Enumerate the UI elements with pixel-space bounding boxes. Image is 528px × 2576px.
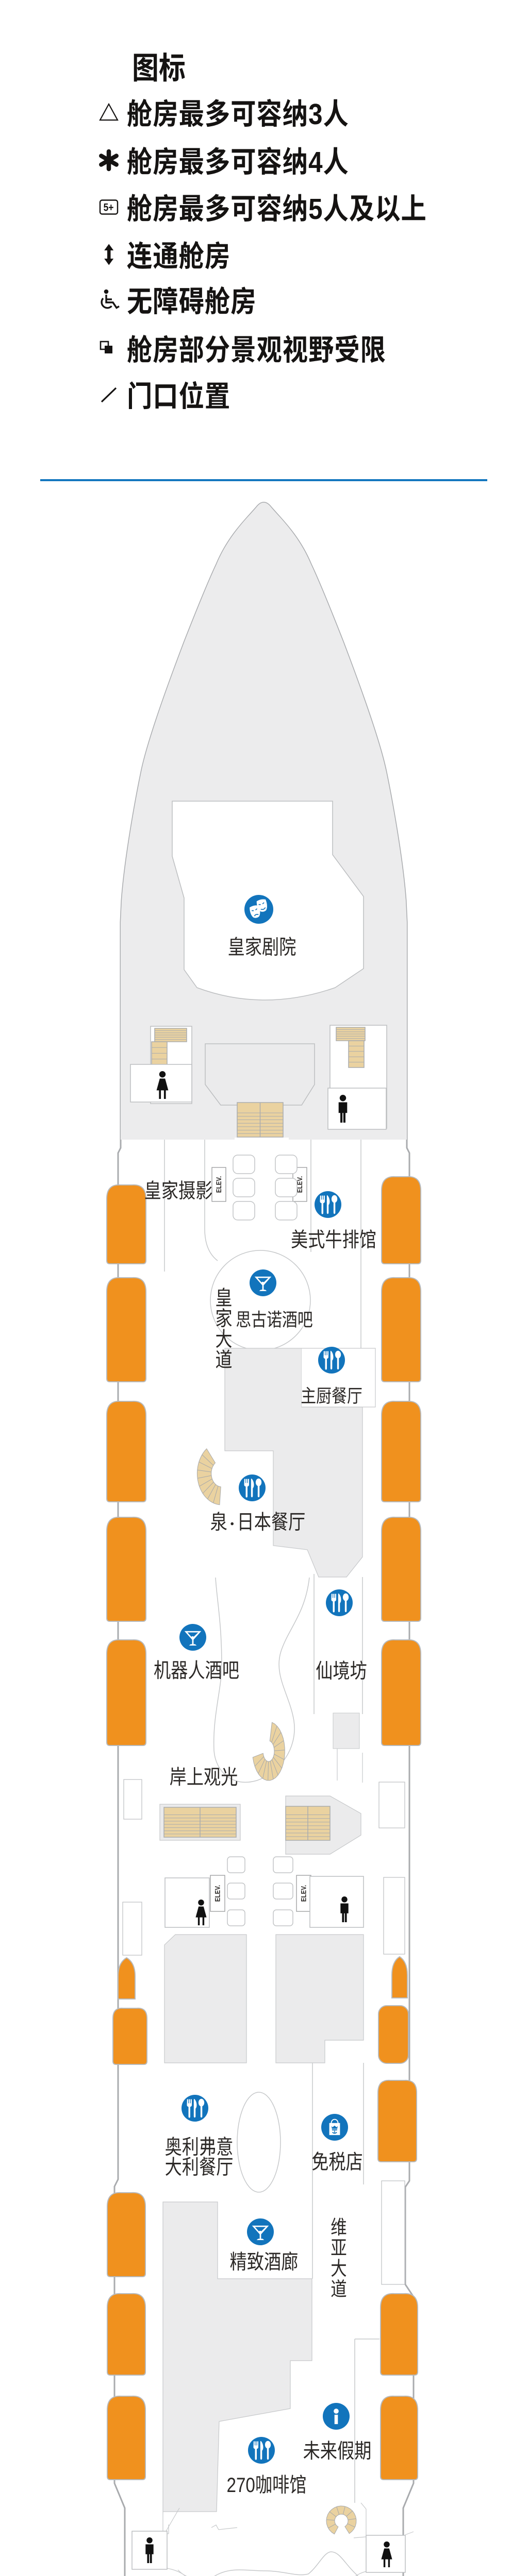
svg-text:4: 4 xyxy=(308,146,323,179)
svg-text:ELEV.: ELEV. xyxy=(214,1176,223,1193)
svg-text:270: 270 xyxy=(227,2473,255,2497)
svg-text:ELEV.: ELEV. xyxy=(300,1885,308,1902)
svg-text:5: 5 xyxy=(308,193,322,226)
svg-text:5+: 5+ xyxy=(104,202,114,214)
svg-text:ELEV.: ELEV. xyxy=(213,1885,222,1902)
svg-text:ELEV.: ELEV. xyxy=(295,1176,304,1193)
svg-text:3: 3 xyxy=(308,98,322,131)
